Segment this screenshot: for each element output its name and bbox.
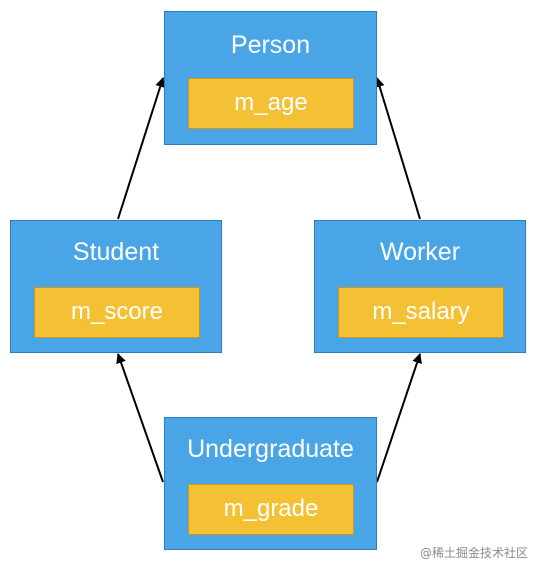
arrow-student-to-person xyxy=(117,77,166,220)
watermark: @稀土掘金技术社区 xyxy=(419,546,528,560)
class-person: Person m_age xyxy=(164,11,377,145)
class-name: Undergraduate xyxy=(187,435,354,463)
member-field: m_score xyxy=(34,287,200,338)
arrow-undergraduate-to-worker xyxy=(376,353,422,483)
member-field: m_salary xyxy=(338,287,504,338)
arrow-worker-to-person xyxy=(374,77,421,220)
class-name: Student xyxy=(72,238,160,266)
class-worker: Worker m_salary xyxy=(314,220,526,353)
class-undergraduate: Undergraduate m_grade xyxy=(164,417,377,550)
class-student: Student m_score xyxy=(10,220,222,353)
arrow-undergraduate-to-student xyxy=(116,353,164,483)
class-name: Worker xyxy=(379,238,461,266)
member-field: m_age xyxy=(188,78,354,129)
member-field: m_grade xyxy=(188,484,354,535)
class-name: Person xyxy=(230,31,311,59)
